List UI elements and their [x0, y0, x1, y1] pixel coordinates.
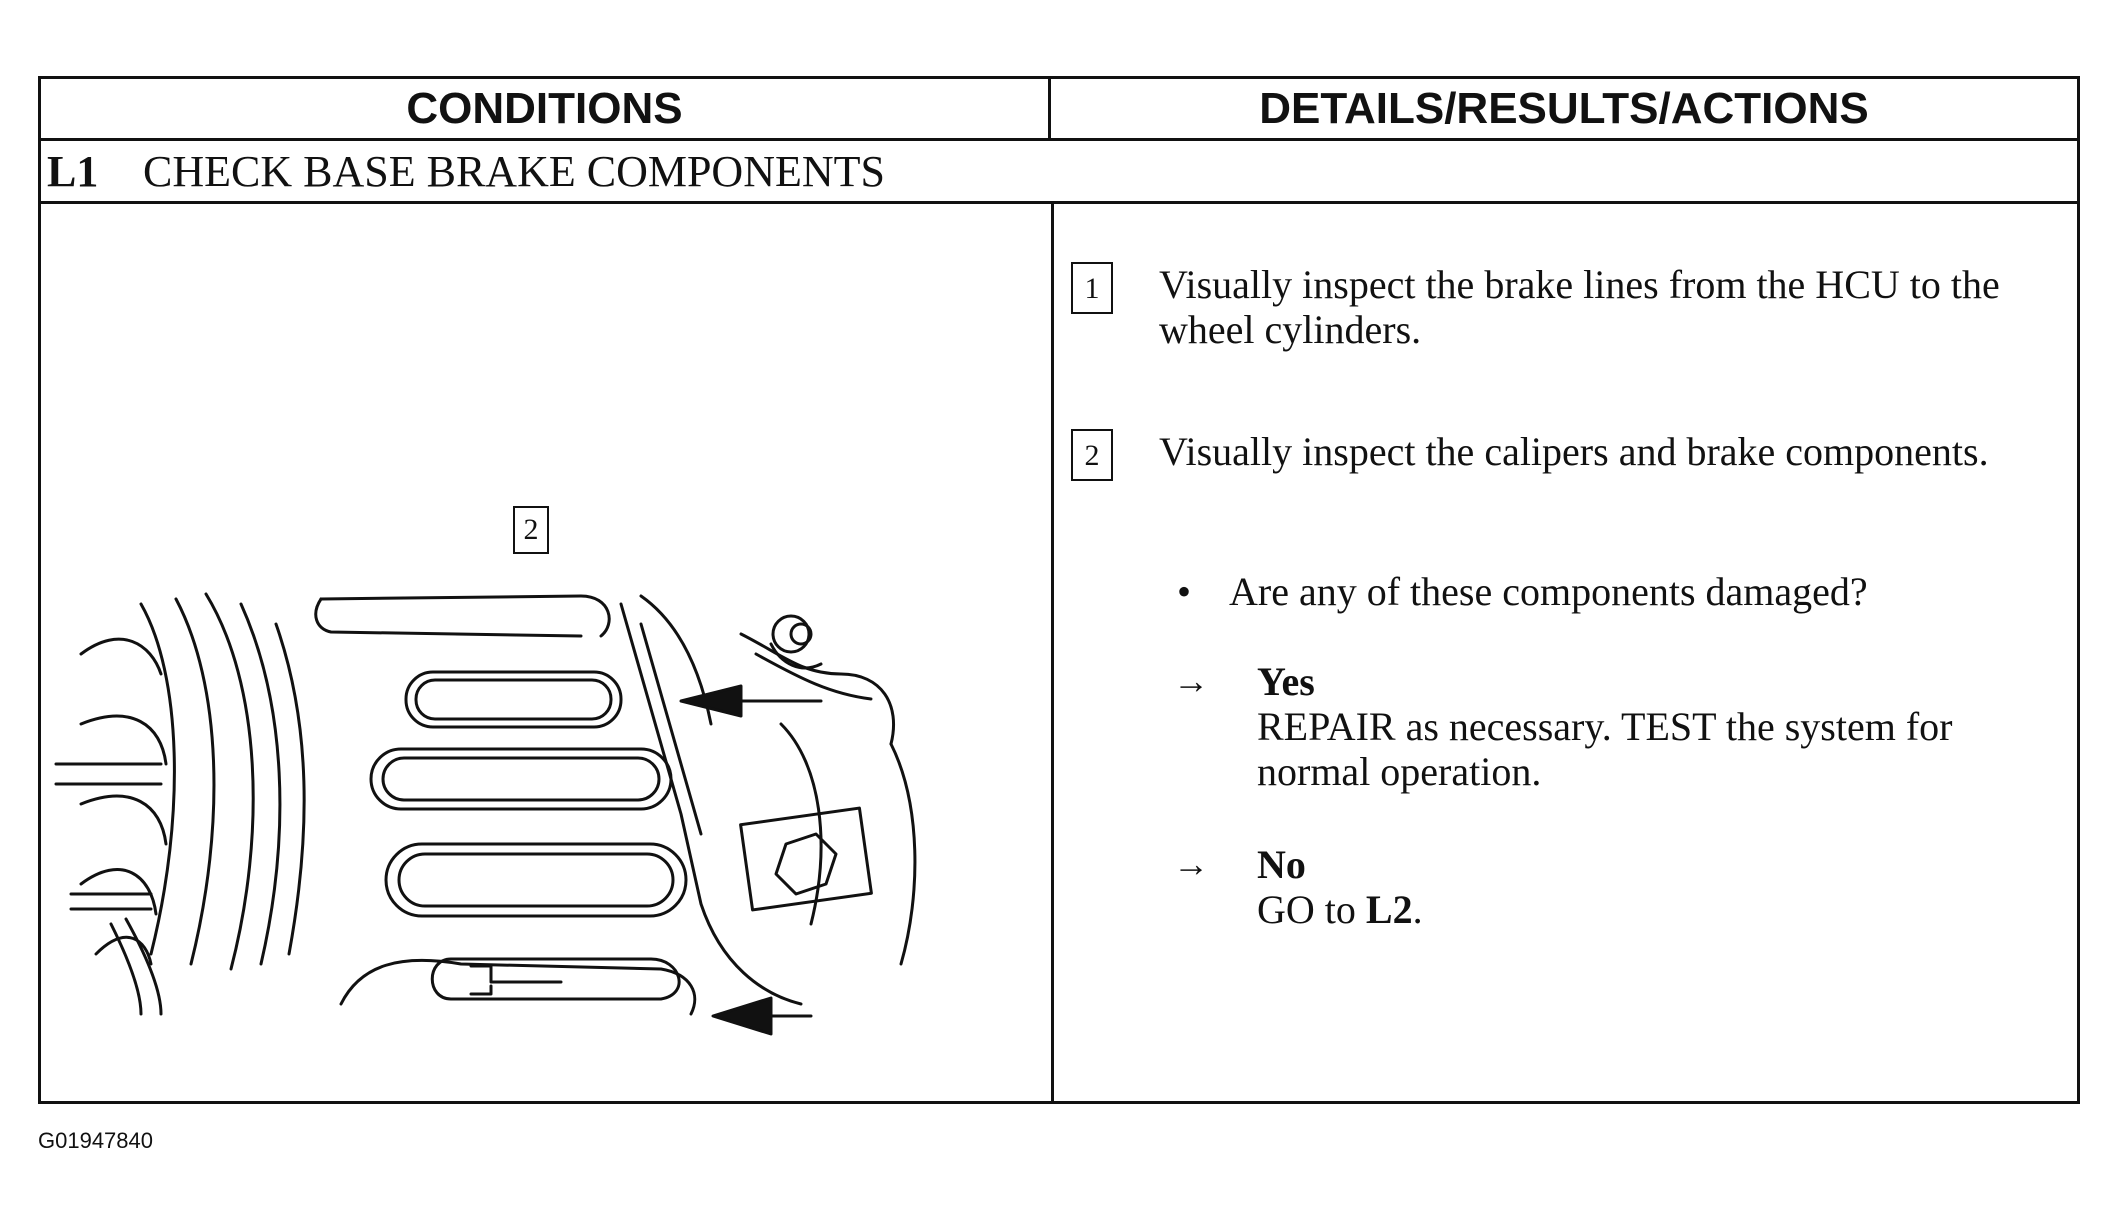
step-text: Visually inspect the brake lines from th…	[1159, 262, 2000, 352]
branch-action: REPAIR as necessary. TEST the system for…	[1257, 704, 1953, 794]
details-column: 1 Visually inspect the brake lines from …	[1051, 204, 2077, 1101]
step-number-box: 2	[1071, 429, 1113, 481]
section-title-row: L1 CHECK BASE BRAKE COMPONENTS	[41, 141, 2077, 204]
header-details: DETAILS/RESULTS/ACTIONS	[1051, 79, 2077, 141]
figure-code: G01947840	[38, 1128, 153, 1153]
question-text: Are any of these components damaged?	[1229, 569, 1868, 614]
action-prefix: GO to	[1257, 887, 1366, 932]
brake-caliper-illustration-icon	[54, 592, 917, 1036]
branch-label: No	[1257, 842, 1306, 887]
arrow-right-icon: →	[1173, 844, 1209, 884]
action-suffix: .	[1412, 887, 1423, 932]
column-divider	[1051, 204, 1054, 1101]
section-title: CHECK BASE BRAKE COMPONENTS	[143, 146, 885, 196]
arrow-right-icon: →	[1173, 661, 1209, 701]
diagnostic-table: CONDITIONS DETAILS/RESULTS/ACTIONS L1 CH…	[38, 76, 2080, 1104]
step-reference: L2	[1365, 887, 1413, 932]
step-text: Visually inspect the calipers and brake …	[1159, 429, 1989, 474]
figure-callout: 2	[513, 506, 549, 554]
step-number-box: 1	[1071, 262, 1113, 314]
bullet-icon: •	[1177, 569, 1192, 614]
brake-caliper-figure: 2	[41, 204, 1051, 1101]
section-id: L1	[47, 146, 99, 196]
branch-label: Yes	[1257, 659, 1315, 704]
branch-action: GO to L2.	[1257, 887, 2047, 932]
header-conditions: CONDITIONS	[41, 79, 1051, 141]
